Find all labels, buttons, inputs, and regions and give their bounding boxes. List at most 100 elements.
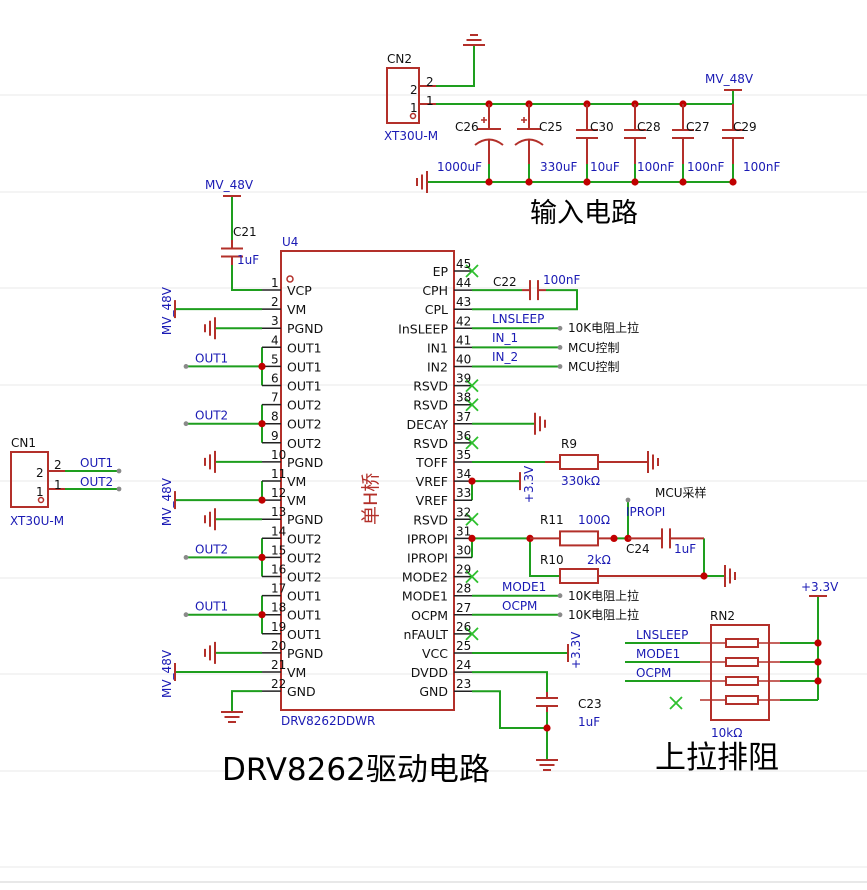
u4-pin-num: 24 (456, 658, 471, 672)
wire (175, 481, 263, 502)
c24-ref: C24 (626, 542, 650, 556)
u4-pin-name: IN2 (427, 360, 448, 375)
rn2-body (710, 624, 770, 721)
connector-cn2-body (386, 67, 420, 124)
wire (472, 671, 548, 692)
net-port-dot (557, 345, 563, 350)
input-cap-ref: C27 (686, 120, 710, 134)
net-port-dot (557, 612, 563, 618)
note-10k-pullup: 10K电阻上拉 (568, 607, 639, 622)
u4-ref: U4 (282, 235, 298, 249)
u4-pin-num: 15 (271, 543, 286, 557)
u4-pin-name: VM (287, 474, 306, 489)
cn2-pin1-mark (409, 112, 417, 120)
capacitor-plates (661, 528, 671, 549)
ground-symbol (204, 317, 216, 340)
note-mcu-sample: MCU采样 (655, 485, 707, 500)
u4-pin-name: VM (287, 493, 306, 508)
no-connect-mark (669, 696, 683, 710)
capacitor-plus (521, 117, 527, 123)
v33-vertical-label: +3.3V (522, 465, 536, 503)
u4-pin-num: 8 (271, 410, 279, 424)
u4-pin-num: 31 (456, 524, 471, 538)
cn1-net-out1: OUT1 (80, 456, 113, 470)
u4-pin-num: 23 (456, 677, 471, 691)
junction-dot (258, 553, 266, 562)
u4-pin-name: VCP (287, 283, 312, 298)
u4-pin-name: VREF (416, 493, 448, 508)
rn2-value: 10kΩ (711, 726, 742, 740)
wire (529, 538, 560, 577)
ground-symbol (204, 641, 216, 664)
u4-pin-name: InSLEEP (398, 321, 448, 336)
u4-pin-num: 39 (456, 372, 471, 386)
capacitor-curved-plate (474, 138, 504, 146)
u4-pin-num: 18 (271, 601, 286, 615)
input-cap-ref: C25 (539, 120, 563, 134)
u4-pin-name: IPROPI (407, 531, 448, 546)
no-connect-mark (465, 378, 479, 393)
ground-symbol (534, 412, 546, 435)
junction-dot (258, 496, 266, 504)
capacitor-plates (536, 697, 558, 707)
net-out2-label: OUT2 (195, 542, 228, 556)
u4-pin-name: RSVD (413, 436, 448, 451)
u4-pin-name: OUT2 (287, 550, 322, 565)
c22-ref: C22 (493, 275, 517, 289)
u4-pin-num: 5 (271, 352, 279, 366)
no-connect-mark (465, 398, 479, 412)
junction-dot (525, 178, 533, 186)
u4-pin-name: RSVD (413, 398, 448, 413)
u4-pin-name: DVDD (411, 665, 448, 680)
u4-pin-name: OUT2 (287, 436, 322, 451)
r9-value: 330kΩ (561, 474, 600, 488)
rn2-element (725, 676, 759, 686)
net-port-dot (557, 593, 563, 599)
junction-dot (258, 420, 266, 428)
u4-pin-name: OUT1 (287, 627, 322, 642)
net-in2-label: IN_2 (492, 350, 518, 364)
resistor-body (559, 454, 599, 470)
net-port-dot (183, 612, 189, 618)
u4-pin-num: 34 (456, 467, 471, 481)
c23-value: 1uF (578, 715, 600, 729)
r10-value: 2kΩ (587, 553, 611, 567)
rn2-element (725, 657, 759, 667)
u4-pin-num: 44 (456, 276, 471, 290)
net-in1-label: IN_1 (492, 331, 518, 345)
net-port-dot (183, 555, 189, 560)
input-cap-value: 100nF (687, 160, 725, 174)
cn2-part: XT30U-M (384, 129, 438, 143)
c21-value: 1uF (237, 253, 259, 267)
ground-symbol (416, 171, 428, 193)
no-connect-mark (465, 627, 479, 641)
ground-symbol (204, 508, 216, 531)
mv48-label-top: MV_48V (705, 72, 754, 86)
u4-pin-num: 9 (271, 429, 279, 443)
rn2-ref: RN2 (710, 609, 735, 623)
capacitor-plates (672, 129, 694, 139)
ground-symbol (724, 565, 736, 587)
u4-pin-name: MODE2 (402, 570, 448, 585)
junction-dot (631, 178, 639, 186)
wire (231, 690, 262, 712)
no-connect-mark (465, 436, 479, 450)
u4-pin-name: OUT2 (287, 398, 322, 413)
u4-pin-num: 10 (271, 448, 286, 462)
net-port-dot (557, 325, 563, 331)
u4-pin-num: 40 (456, 353, 471, 367)
mv48-vertical-label: MV_48V (160, 286, 174, 335)
wire (65, 470, 119, 490)
wire (625, 642, 700, 682)
resistor-body (559, 568, 599, 584)
title-pullup-network: 上拉排阻 (655, 740, 779, 776)
u4-pin-num: 38 (456, 391, 471, 405)
u4-pin-num: 20 (271, 639, 286, 653)
u4-pin-name: DECAY (407, 417, 449, 432)
u4-body-label: 单H桥 (360, 473, 382, 525)
cn2-ref: CN2 (387, 52, 412, 66)
input-cap-value: 330uF (540, 160, 578, 174)
resistor-body (559, 530, 599, 547)
no-connect-mark (465, 264, 479, 278)
